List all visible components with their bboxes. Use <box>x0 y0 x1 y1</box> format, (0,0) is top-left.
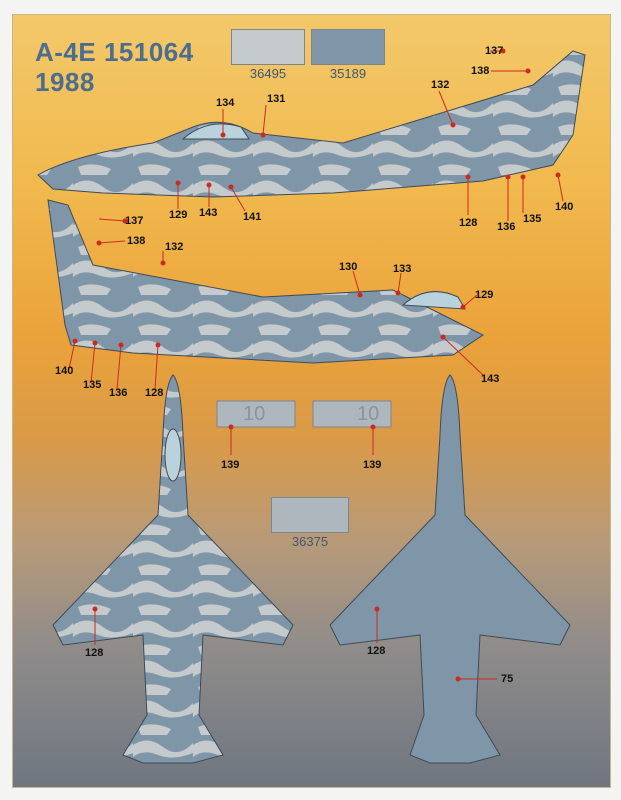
swatch-code: 36375 <box>291 534 329 549</box>
callout-143-a: 143 <box>199 207 218 219</box>
bottom-view <box>329 374 571 764</box>
callout-135-b: 135 <box>83 379 102 391</box>
callout-75: 75 <box>501 673 514 685</box>
side-view-left <box>37 50 586 198</box>
callout-131: 131 <box>267 93 286 105</box>
callout-132-b: 132 <box>165 241 184 253</box>
decal-number-right: 10 <box>357 403 380 425</box>
decal-number-left: 10 <box>243 403 266 425</box>
callout-141: 141 <box>243 211 262 223</box>
callout-130: 130 <box>339 261 358 273</box>
decal-panel-right <box>312 400 392 428</box>
swatch-code: 36495 <box>249 66 287 81</box>
callout-128-d: 128 <box>367 645 386 657</box>
aircraft-designation: A-4E 151064 <box>35 37 194 67</box>
callout-132-a: 132 <box>431 79 450 91</box>
callout-143-b: 143 <box>481 373 500 385</box>
callout-134: 134 <box>216 97 235 109</box>
callout-129-a: 129 <box>169 209 188 221</box>
callout-leaders <box>68 50 564 680</box>
aircraft-title: A-4E 151064 1988 <box>35 37 194 97</box>
callout-140-a: 140 <box>555 201 574 213</box>
color-swatch-36495: 36495 <box>231 29 305 81</box>
callout-128-c: 128 <box>85 647 104 659</box>
color-swatch-36375: 36375 <box>271 497 349 549</box>
swatch-code: 35189 <box>329 66 367 81</box>
callout-137-a: 137 <box>485 45 504 57</box>
callout-138-a: 138 <box>471 65 490 77</box>
aircraft-illustrations <box>37 48 586 764</box>
aircraft-year: 1988 <box>35 67 95 97</box>
callout-137-b: 137 <box>125 215 144 227</box>
callout-140-b: 140 <box>55 365 74 377</box>
callout-136-a: 136 <box>497 221 516 233</box>
callout-135-a: 135 <box>523 213 542 225</box>
callout-128-a: 128 <box>459 217 478 229</box>
callout-139-b: 139 <box>363 459 382 471</box>
callout-133: 133 <box>393 263 412 275</box>
callout-139-a: 139 <box>221 459 240 471</box>
decal-sheet: A-4E 151064 1988 36495 35189 36375 <box>12 14 611 788</box>
callout-138-b: 138 <box>127 235 146 247</box>
color-swatch-35189: 35189 <box>311 29 385 81</box>
top-view <box>52 374 294 764</box>
side-view-right <box>47 199 484 364</box>
callout-136-b: 136 <box>109 387 128 399</box>
decal-panel-left <box>216 400 296 428</box>
callout-128-b: 128 <box>145 387 164 399</box>
callout-129-b: 129 <box>475 289 494 301</box>
